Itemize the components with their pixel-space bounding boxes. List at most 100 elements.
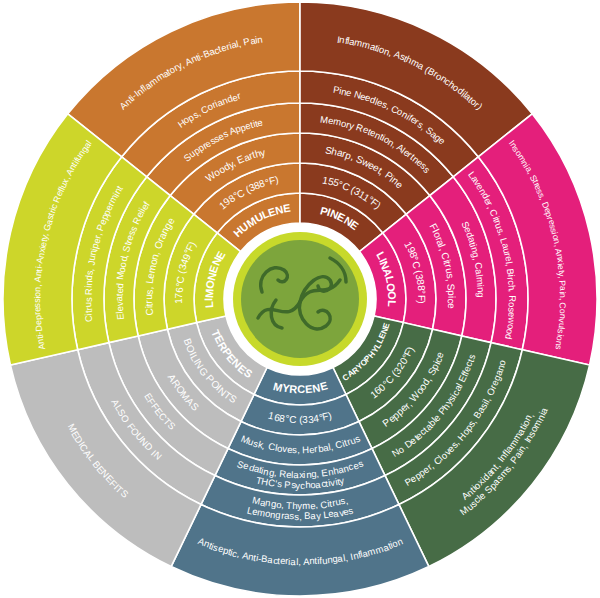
label-glyph: n	[256, 35, 263, 45]
band-label: Anti-Inflammatory, Anti-Bacterial, Pain	[65, 0, 302, 159]
label-glyph: s	[294, 511, 299, 521]
label-glyph: d	[115, 282, 125, 288]
label-glyph: ,	[472, 256, 482, 261]
label-glyph: a	[114, 296, 124, 302]
label-glyph: o	[33, 291, 42, 297]
band-label: Antiseptic, Anti-Bacterial, Antifungal, …	[169, 502, 431, 598]
label-glyph: a	[284, 511, 290, 521]
label-glyph: s	[276, 479, 282, 489]
band-shape	[1, 111, 124, 368]
label-glyph: F	[416, 294, 426, 301]
terpene-band: MEDICAL BENEFITS	[8, 347, 204, 569]
label-glyph: E	[115, 313, 125, 321]
band-fill	[399, 350, 590, 567]
label-glyph: ,	[316, 469, 320, 479]
label-glyph: e	[115, 305, 125, 311]
label-glyph: e	[286, 469, 292, 479]
label-glyph: h	[507, 284, 517, 290]
emblem-swirls	[258, 258, 346, 329]
label-glyph: y	[259, 147, 267, 158]
label-glyph: 1	[174, 298, 184, 304]
terpene-band: Insomnia, Stress, Depression, Anxiety, P…	[476, 111, 599, 368]
label-glyph	[299, 445, 302, 455]
label-glyph: ,	[85, 267, 95, 271]
label-glyph: 8	[415, 284, 426, 291]
band-label: Anti-Depression, Anti-Anxiety, Gastric R…	[1, 111, 124, 368]
swirl	[261, 268, 288, 292]
label-glyph: p	[446, 290, 456, 296]
label-glyph: ,	[299, 512, 302, 522]
label-glyph: l	[296, 557, 299, 567]
band-shape	[396, 347, 592, 569]
label-glyph: R	[279, 469, 287, 479]
label-glyph: ,	[297, 445, 300, 455]
label-glyph: ,	[553, 243, 562, 248]
label-glyph: R	[83, 288, 93, 296]
label-glyph: °	[416, 290, 426, 295]
label-glyph: ,	[34, 284, 43, 287]
label-glyph: m	[475, 276, 485, 285]
band-fill	[478, 114, 597, 365]
label-glyph: (	[299, 415, 303, 425]
label-glyph: C	[175, 275, 186, 284]
label-glyph: C	[288, 414, 296, 424]
label-glyph: E	[319, 381, 329, 394]
label-glyph: ,	[505, 262, 515, 267]
label-glyph: )	[416, 300, 426, 304]
label-glyph: B	[304, 511, 311, 521]
label-glyph: R	[289, 384, 298, 396]
label-glyph: a	[290, 557, 296, 567]
label-glyph: e	[345, 87, 353, 98]
label-glyph: v	[114, 301, 124, 306]
band-fill	[10, 350, 201, 567]
label-glyph: C	[84, 315, 94, 323]
label-glyph: r	[144, 300, 154, 304]
label-glyph: o	[558, 308, 567, 314]
emblem-rim	[233, 232, 367, 366]
label-glyph: ,	[261, 441, 266, 451]
band-fill	[134, 196, 194, 336]
label-glyph: C	[297, 384, 306, 395]
label-glyph: ,	[281, 500, 285, 510]
label-glyph: C	[558, 302, 567, 309]
label-glyph: s	[290, 480, 296, 490]
label-glyph: R	[508, 295, 517, 302]
label-glyph: e	[286, 445, 292, 455]
label-glyph: e	[115, 288, 125, 294]
band-label: MEDICAL BENEFITS	[8, 347, 204, 569]
emblem-disk	[241, 240, 359, 358]
label-glyph: ,	[344, 495, 349, 505]
label-glyph: n	[476, 286, 486, 292]
label-glyph: h	[305, 480, 311, 490]
label-glyph: 7	[174, 292, 184, 298]
label-glyph: s	[554, 344, 563, 350]
terpene-band: Anti-Inflammatory, Anti-Bacterial, Pain	[65, 0, 302, 159]
label-glyph: e	[33, 307, 42, 313]
label-glyph: O	[384, 282, 396, 292]
label-glyph: ,	[236, 549, 241, 559]
terpene-band: Antioxidant, Inflammation, Muscle Spasms…	[396, 347, 592, 569]
label-glyph: y	[297, 501, 302, 511]
terpene-band: Inflammation, Asthma (Bronchodilator)	[298, 0, 535, 159]
label-glyph: s	[289, 511, 295, 521]
label-glyph: A	[303, 557, 310, 567]
terpene-band: Anti-Depression, Anti-Anxiety, Gastric R…	[1, 111, 124, 368]
label-glyph: H	[302, 445, 310, 455]
label-glyph: L	[385, 299, 396, 307]
band-fill	[430, 177, 496, 343]
label-glyph	[558, 300, 567, 303]
label-glyph: C	[144, 308, 155, 317]
label-glyph: u	[83, 302, 93, 308]
label-glyph: n	[558, 293, 567, 298]
label-glyph: A	[34, 276, 43, 283]
label-glyph: T	[286, 500, 293, 510]
label-glyph: ,	[445, 277, 455, 282]
label-glyph: ,	[507, 289, 516, 292]
label-glyph	[507, 292, 516, 295]
label-glyph: x	[299, 470, 304, 480]
band-shape	[8, 347, 204, 569]
label-glyph: p	[34, 315, 43, 321]
label-glyph: s	[144, 289, 154, 295]
label-glyph: h	[292, 501, 298, 511]
label-glyph: d	[504, 333, 514, 340]
